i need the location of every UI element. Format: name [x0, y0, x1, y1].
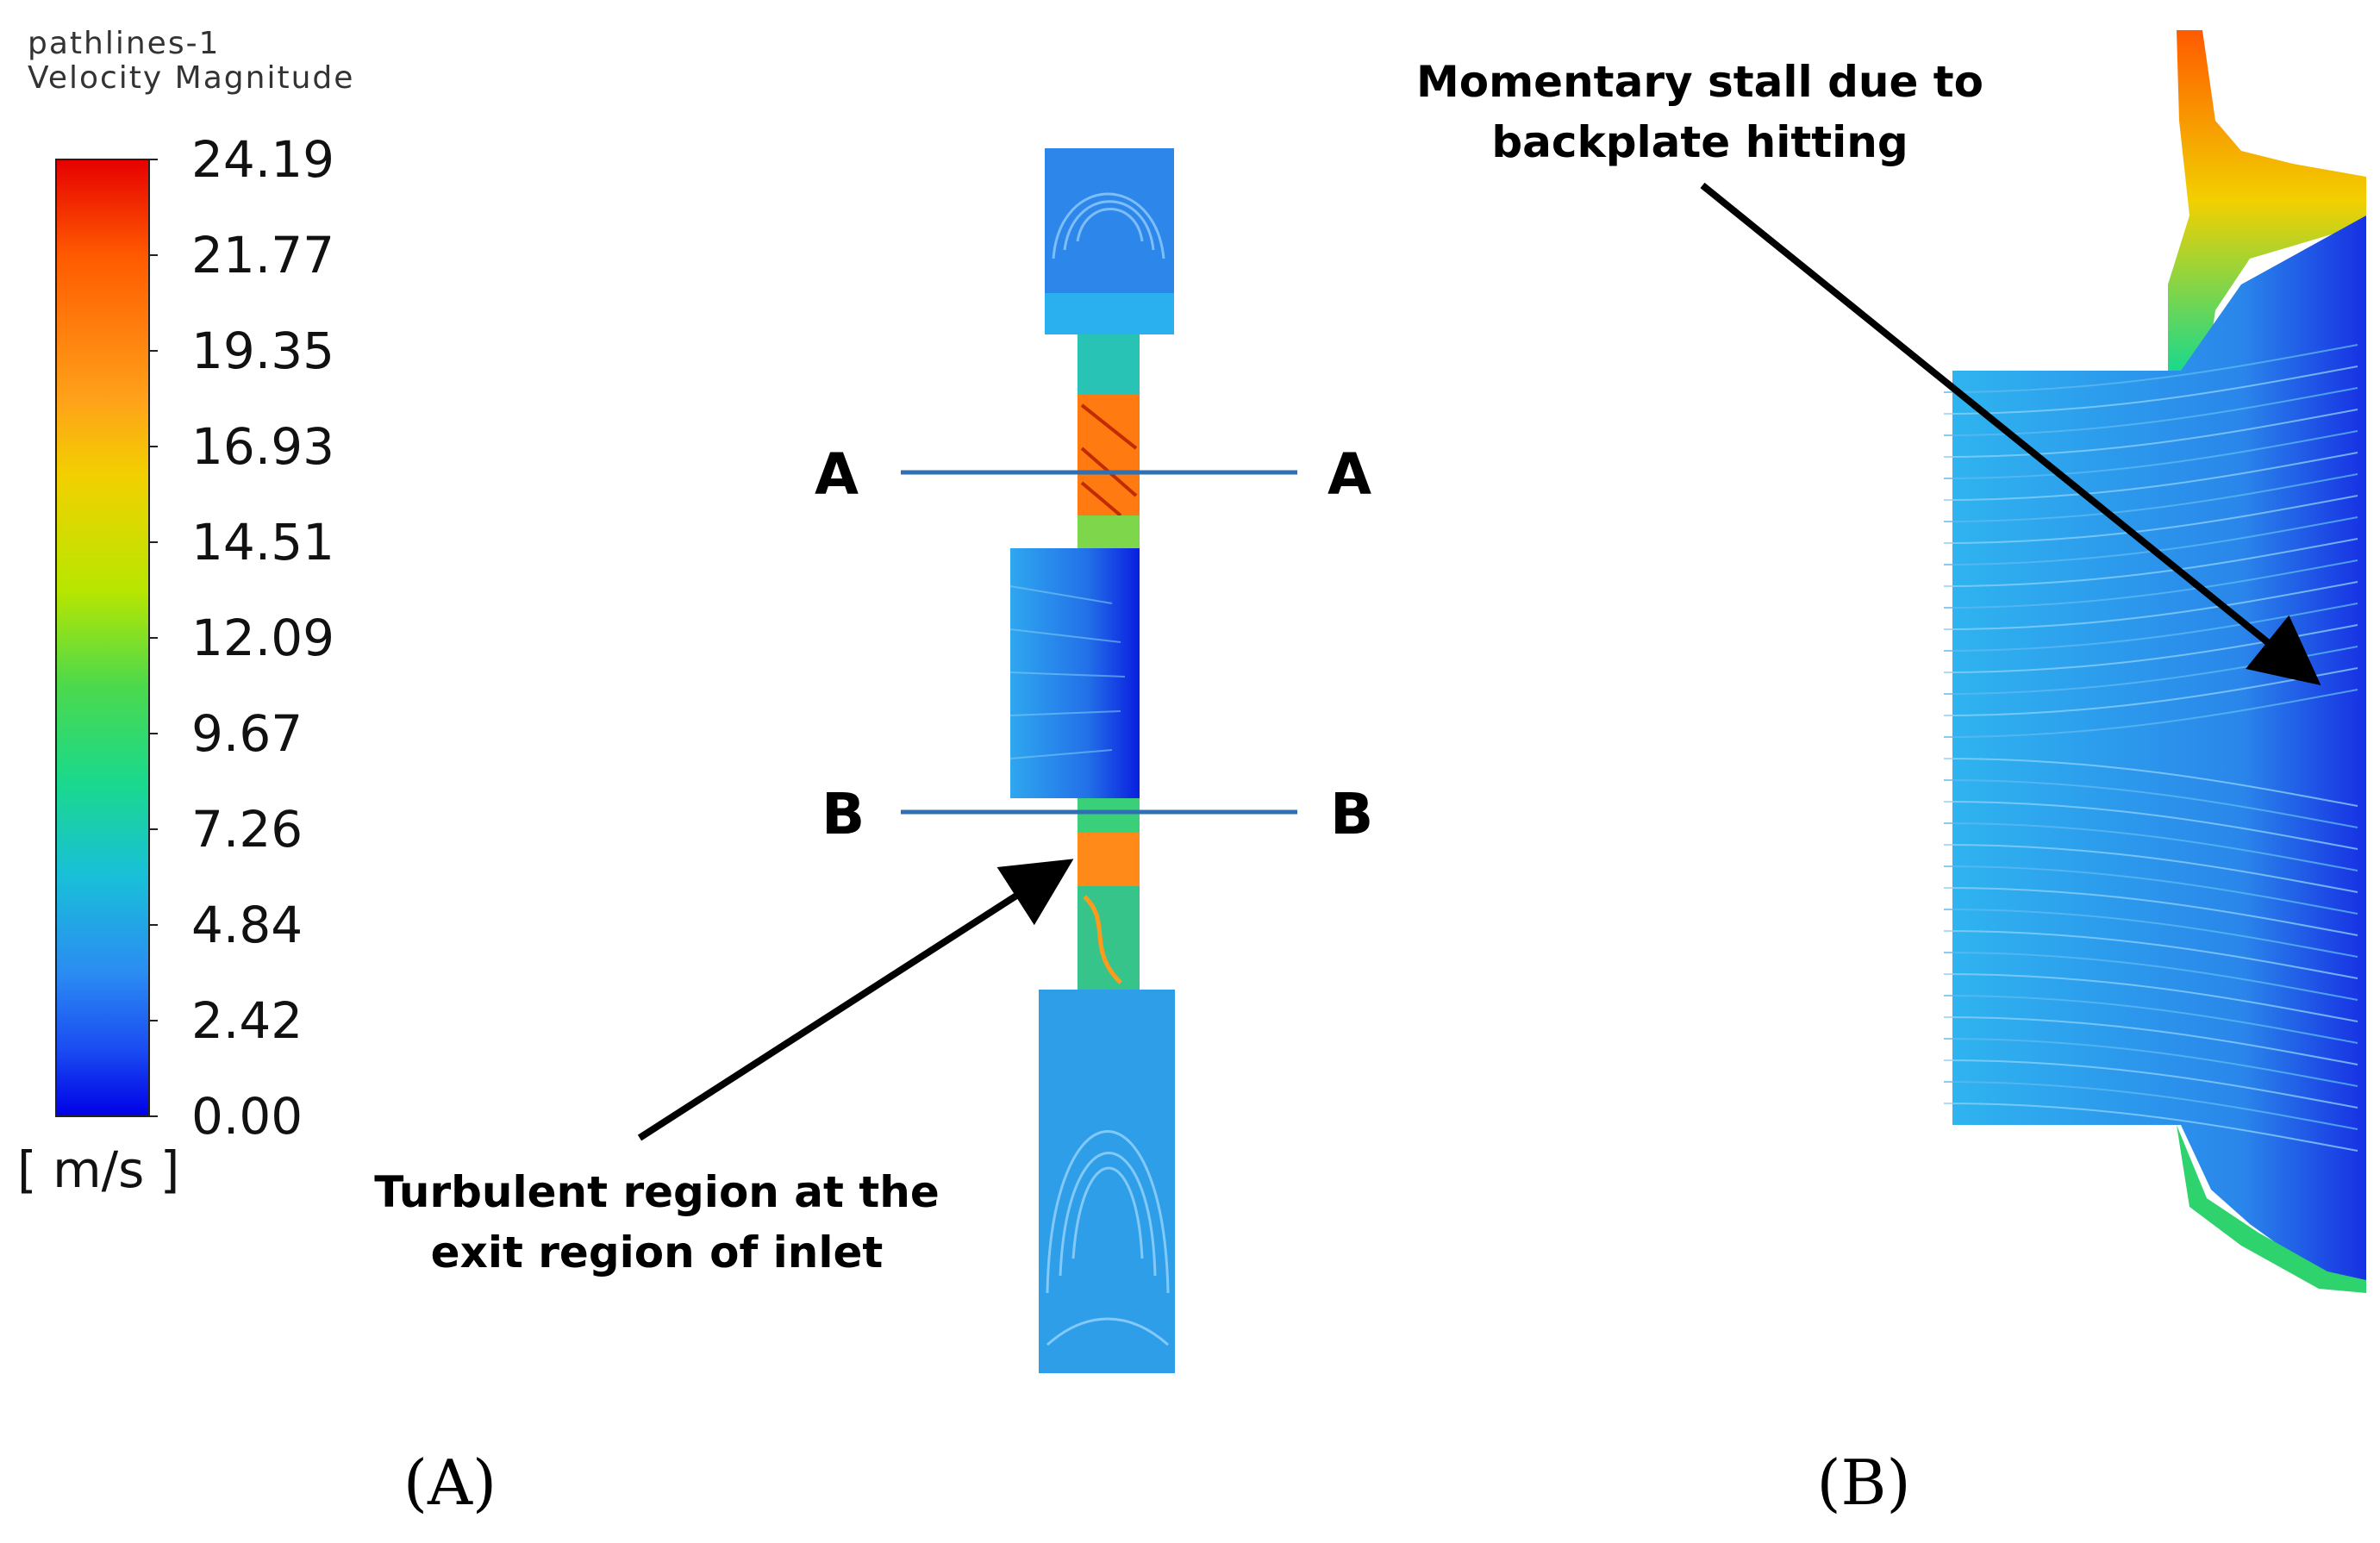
stall-annotation-arrow [1700, 182, 2321, 686]
section-a-right-label: A [1327, 441, 1371, 508]
top-high-velocity-plume [2168, 30, 2366, 371]
streamline-trace [1943, 1059, 2358, 1109]
top-chamber-swirl [1052, 192, 1165, 259]
colorbar-tick-label: 16.93 [191, 417, 334, 476]
turbulent-streak [1083, 895, 1122, 984]
bottom-chamber-flow [1039, 990, 1175, 1373]
streamline-trace [1943, 516, 2358, 565]
turbulent-annotation-line2: exit region of inlet [431, 1228, 884, 1278]
stall-annotation-line1: Momentary stall due to [1416, 57, 1983, 107]
streamline-trace [1943, 758, 2358, 807]
color-legend: pathlines-1 Velocity Magnitude 24.19 21.7… [17, 26, 354, 1199]
streamline-trace [1943, 779, 2358, 828]
main-streamline-body [1952, 216, 2366, 1293]
colorbar-tick-label: 19.35 [191, 322, 334, 380]
upper-channel-flow [1078, 334, 1140, 395]
panel-b-pathlines: Momentary stall due to backplate hitting… [1416, 30, 2366, 1519]
section-b-right-label: B [1330, 781, 1373, 847]
section-b-left-label: B [821, 781, 865, 847]
colorbar-tick-label: 7.26 [191, 800, 303, 859]
legend-units: [ m/s ] [17, 1140, 179, 1199]
streamline-trace [1943, 1081, 2358, 1130]
bottom-green-zone [2177, 1125, 2366, 1293]
streamline-trace [1943, 430, 2358, 479]
colorbar-tick-label: 9.67 [191, 704, 303, 763]
colorbar-tick-label: 24.19 [191, 130, 334, 189]
streamline-trace [1943, 952, 2358, 1001]
colorbar-tick-label: 21.77 [191, 226, 334, 284]
top-plenum [1045, 293, 1174, 334]
colorbar-tick-label: 2.42 [191, 991, 303, 1050]
section-a-left-label: A [815, 441, 859, 508]
legend-title-line1: pathlines-1 [28, 26, 220, 61]
streamline-trace [1943, 973, 2358, 1022]
streamline-trace [1943, 409, 2358, 458]
streamline-trace [1943, 1038, 2358, 1087]
streamline-trace [1943, 844, 2358, 893]
streamline-trace [1943, 887, 2358, 936]
lower-transition-flow [1078, 798, 1140, 833]
panel-b-label: (B) [1816, 1446, 1910, 1519]
streamline-trace [1943, 822, 2358, 871]
streamline-trace [1943, 801, 2358, 850]
panel-a-pathlines: A A B B Turbulent region at the exit reg… [374, 148, 1373, 1519]
legend-title-line2: Velocity Magnitude [28, 60, 354, 96]
streamline-trace [1943, 865, 2358, 915]
colorbar-tick-label: 14.51 [191, 513, 334, 572]
streamline-trace [1943, 909, 2358, 958]
streamline-trace [1943, 603, 2358, 652]
turbulent-annotation-arrow [637, 859, 1074, 1141]
streamline-trace [1943, 495, 2358, 544]
streamline-trace [1943, 689, 2358, 738]
colorbar-tick-label: 12.09 [191, 609, 334, 667]
lower-jet-high-velocity [1078, 833, 1140, 886]
colorbar-ticks: 24.19 21.77 19.35 16.93 14.51 12.09 9.67 7.26 4.… [149, 130, 334, 1146]
streamline-trace [1943, 1103, 2358, 1152]
panel-a-label: (A) [403, 1446, 497, 1519]
upper-transition-flow [1078, 515, 1140, 548]
upper-jet-high-velocity [1078, 395, 1140, 515]
streamline-trace [1943, 365, 2358, 415]
colorbar-tick-label: 4.84 [191, 896, 303, 954]
streamline-trace [1943, 452, 2358, 501]
colorbar [55, 159, 150, 1117]
bottom-chamber-swirl [1046, 1130, 1170, 1346]
streamline-trace [1943, 559, 2358, 609]
inlet-streaks [1009, 585, 1126, 759]
turbulent-annotation-line1: Turbulent region at the [374, 1167, 940, 1217]
streamline-trace [1943, 473, 2358, 522]
streamline-trace [1943, 538, 2358, 587]
streamline-trace [1943, 995, 2358, 1044]
streamline-trace [1943, 1016, 2358, 1065]
colorbar-tick-label: 0.00 [191, 1087, 303, 1146]
streamline-trace [1943, 581, 2358, 630]
stall-annotation-line2: backplate hitting [1491, 117, 1908, 167]
streamline-trace [1943, 930, 2358, 979]
streamline-trace [1943, 344, 2358, 393]
